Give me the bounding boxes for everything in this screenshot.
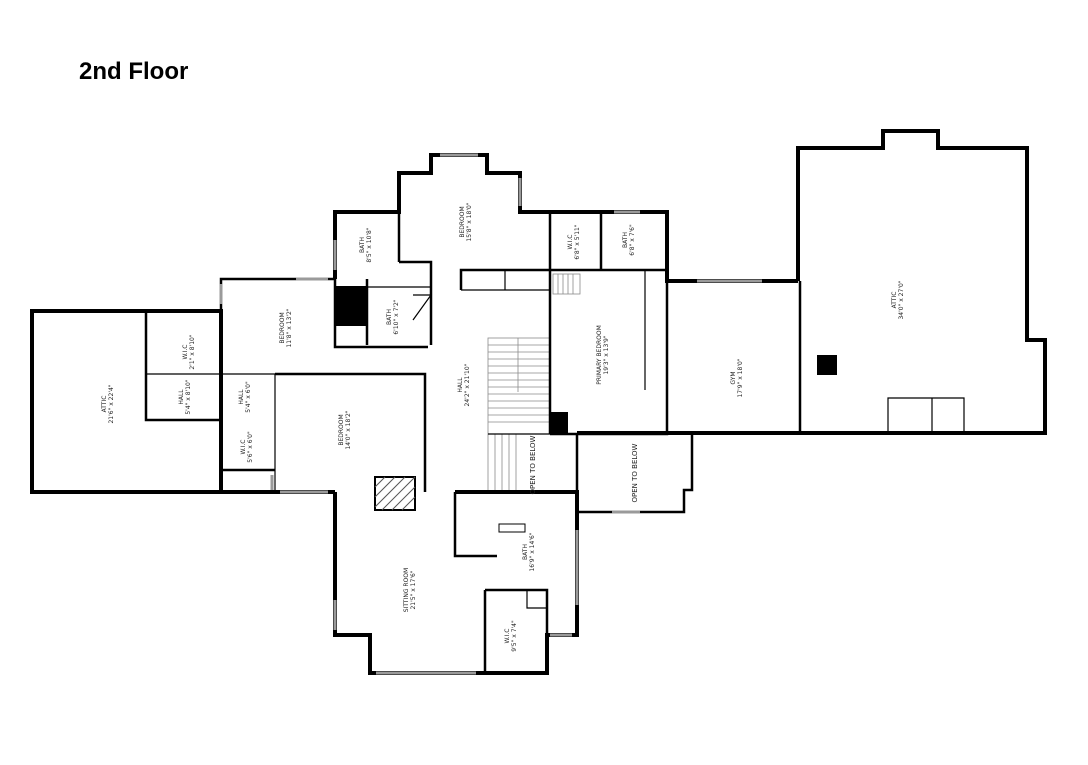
room-labels: ATTIC21'6" x 22'4" W.I.C2'1" x 8'10" HAL…: [101, 202, 905, 652]
attic-closets: [887, 397, 965, 433]
chimney-block: [335, 286, 367, 326]
wall: [526, 590, 547, 609]
room-label-gym: GYM17'9" x 18'0": [730, 358, 744, 397]
wall: [459, 268, 667, 290]
stairs-upper: [552, 273, 581, 295]
fireplace: [374, 476, 416, 511]
room-label-attic-right: ATTIC34'0" x 27'0": [891, 280, 905, 319]
room-label-attic-left: ATTIC21'6" x 22'4": [101, 384, 115, 423]
bath-fixture: [498, 523, 526, 533]
room-label-primary-bedroom: PRIMARY BEDROOM19'3" x 13'9": [596, 325, 610, 385]
room-label-wic-3: W.I.C6'8" x 5'11": [567, 224, 581, 260]
attic-hatch: [817, 355, 837, 375]
wall: [219, 470, 335, 494]
room-label-open-below-2: OPEN TO BELOW: [631, 443, 639, 502]
room-label-bath-4: BATH16'9" x 14'6": [522, 532, 536, 571]
wall: [577, 129, 1047, 435]
room-label-bath-2: BATH6'10" x 7'2": [386, 299, 400, 335]
room-label-hall-2: HALL5'4" x 6'0": [238, 381, 252, 413]
room-label-sitting-room: SITTING ROOM21'5" x 17'6": [403, 568, 417, 612]
wall: [399, 260, 433, 345]
room-label-bedroom-3: BEDROOM15'8" x 18'0": [459, 202, 473, 241]
room-label-bath-3: BATH6'8" x 7'6": [622, 224, 636, 256]
floor-title: 2nd Floor: [79, 58, 189, 85]
room-label-bedroom-1: BEDROOM11'8" x 13'2": [279, 308, 293, 347]
room-label-hall-1: HALL5'4" x 8'10": [178, 379, 192, 415]
stairs-main: [487, 337, 551, 490]
wall: [219, 277, 335, 311]
room-label-wic-2: W.I.C5'6" x 6'0": [240, 431, 254, 463]
room-label-wic-1: W.I.C2'1" x 8'10": [182, 334, 196, 370]
windows: [219, 153, 762, 675]
column-block: [550, 412, 568, 434]
room-label-bedroom-2: BEDROOM14'0" x 18'2": [338, 410, 352, 449]
room-label-open-below-1: OPEN TO BELOW: [529, 435, 537, 494]
room-label-hall-main: HALL24'2" x 21'10": [457, 363, 471, 406]
room-label-wic-4: W.I.C9'5" x 7'4": [504, 620, 518, 652]
wall: [412, 294, 433, 321]
wall: [144, 311, 221, 422]
wall: [485, 588, 549, 635]
wall: [275, 372, 427, 492]
room-label-bath-1: BATH8'5" x 10'8": [359, 227, 373, 263]
wall: [453, 492, 497, 558]
